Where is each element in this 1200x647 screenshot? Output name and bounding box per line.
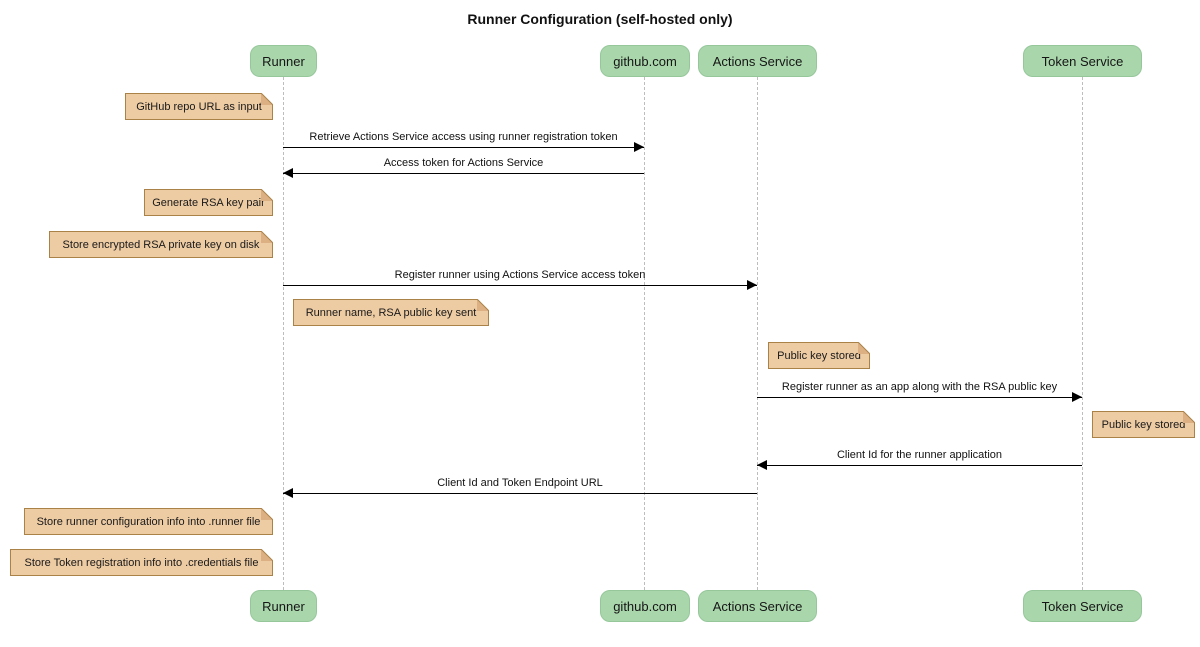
- note: Store Token registration info into .cred…: [10, 549, 273, 576]
- participant-actions-service-top: Actions Service: [698, 45, 817, 77]
- arrowhead-left-icon: [283, 168, 293, 178]
- participant-token-service-top: Token Service: [1023, 45, 1142, 77]
- message-line: [283, 173, 644, 174]
- message-label: Access token for Actions Service: [383, 157, 544, 169]
- participant-runner-top: Runner: [250, 45, 317, 77]
- note: Store runner configuration info into .ru…: [24, 508, 273, 535]
- note-text: Runner name, RSA public key sent: [305, 306, 477, 319]
- message-label: Register runner using Actions Service ac…: [394, 269, 646, 281]
- note-fold-icon: [477, 299, 489, 311]
- note-text: Store encrypted RSA private key on disk: [62, 238, 260, 251]
- lifeline-github: [644, 77, 645, 590]
- note-text: Public key stored: [1101, 418, 1186, 431]
- message-line: [757, 397, 1082, 398]
- note: Runner name, RSA public key sent: [293, 299, 489, 326]
- message-line: [283, 147, 644, 148]
- lifeline-runner: [283, 77, 284, 590]
- message-label: Retrieve Actions Service access using ru…: [309, 131, 618, 143]
- note-text: Generate RSA key pair: [152, 196, 265, 209]
- arrowhead-left-icon: [283, 488, 293, 498]
- lifeline-token-service: [1082, 77, 1083, 590]
- message-label: Client Id for the runner application: [836, 449, 1003, 461]
- participant-github-top: github.com: [600, 45, 690, 77]
- note: Public key stored: [768, 342, 870, 369]
- note: GitHub repo URL as input: [125, 93, 273, 120]
- arrowhead-left-icon: [757, 460, 767, 470]
- note-fold-icon: [858, 342, 870, 354]
- participant-actions-service-bottom: Actions Service: [698, 590, 817, 622]
- note-text: Store runner configuration info into .ru…: [36, 515, 261, 528]
- message-line: [283, 285, 757, 286]
- message-line: [757, 465, 1082, 466]
- note-fold-icon: [261, 93, 273, 105]
- lifeline-actions-service: [757, 77, 758, 590]
- note-fold-icon: [261, 189, 273, 201]
- note-text: Public key stored: [777, 349, 861, 362]
- note-fold-icon: [1183, 411, 1195, 423]
- arrowhead-right-icon: [747, 280, 757, 290]
- participant-token-service-bottom: Token Service: [1023, 590, 1142, 622]
- participant-runner-bottom: Runner: [250, 590, 317, 622]
- note: Store encrypted RSA private key on disk: [49, 231, 273, 258]
- message-label: Client Id and Token Endpoint URL: [437, 477, 603, 489]
- message-label: Register runner as an app along with the…: [781, 381, 1058, 393]
- note: Generate RSA key pair: [144, 189, 273, 216]
- note: Public key stored: [1092, 411, 1195, 438]
- note-fold-icon: [261, 231, 273, 243]
- note-text: Store Token registration info into .cred…: [24, 556, 259, 569]
- participant-github-bottom: github.com: [600, 590, 690, 622]
- note-fold-icon: [261, 508, 273, 520]
- note-fold-icon: [261, 549, 273, 561]
- arrowhead-right-icon: [1072, 392, 1082, 402]
- message-line: [283, 493, 757, 494]
- diagram-title: Runner Configuration (self-hosted only): [467, 11, 733, 27]
- note-text: GitHub repo URL as input: [136, 100, 262, 113]
- arrowhead-right-icon: [634, 142, 644, 152]
